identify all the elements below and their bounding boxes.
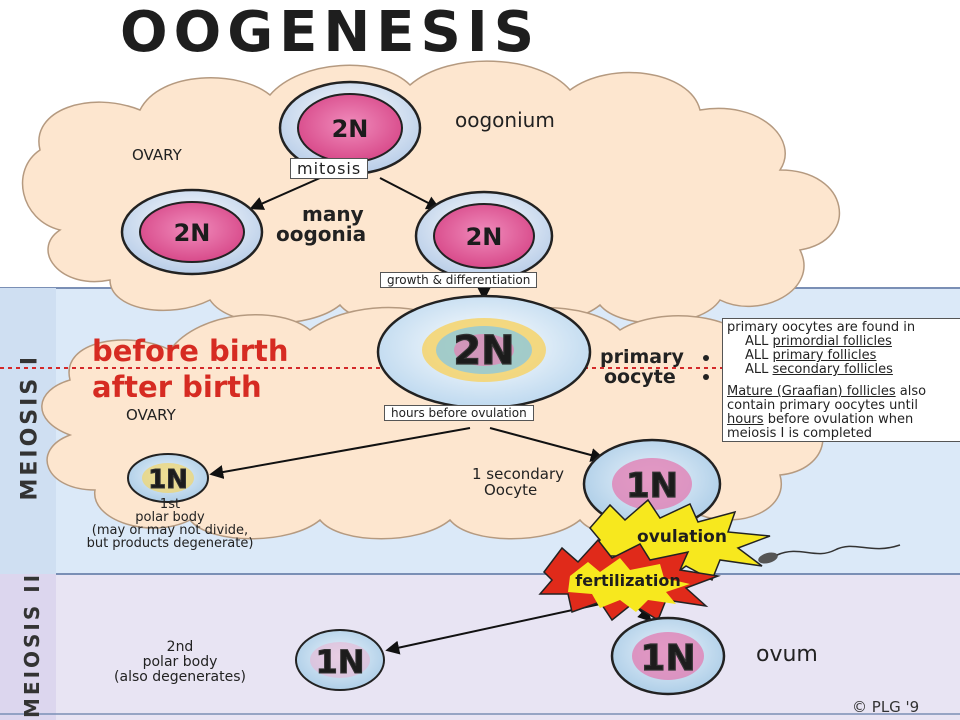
secondary-oocyte-ploidy: 1N (626, 466, 678, 506)
many-oogonia-label-1: many (302, 202, 364, 226)
primary-oocyte-label-2: oocyte (604, 366, 676, 388)
ovulation-label: ovulation (637, 527, 727, 547)
primary-oocyte-ploidy: 2N (453, 328, 514, 374)
meiosis-2-label-strip (0, 574, 56, 720)
polar1-line-4: but products degenerate) (86, 536, 254, 551)
polar2-line-2: polar body (142, 654, 218, 670)
meiosis-1-label-strip (0, 288, 56, 574)
ovum-cell: 1N (610, 616, 726, 696)
polar2-line-1: 2nd (166, 639, 194, 655)
polar1-line-1: 1st (159, 497, 181, 512)
oogonium-ploidy: 2N (332, 115, 369, 143)
meiosis-2-band (0, 574, 960, 720)
note-line-5: Mature (Graafian) follicles also (727, 384, 927, 399)
polar1-line-2: polar body (135, 510, 205, 525)
note-line-6: contain primary oocytes until (727, 398, 918, 413)
growth-box: growth & differentiation (380, 272, 538, 288)
ovary-top-label: OVARY (132, 146, 182, 164)
primary-oocyte-note: primary oocytes are found in ALL primord… (722, 318, 960, 442)
primary-oocyte-cell: 2N (376, 294, 592, 410)
ovary-middle-label: OVARY (126, 406, 176, 424)
before-birth-label: before birth (92, 334, 289, 368)
secondary-oocyte-label: 1 secondary Oocyte (472, 466, 564, 498)
second-polar-body-ploidy: 1N (315, 643, 364, 681)
sperm-icon (758, 544, 901, 564)
secondary-line-2: Oocyte (484, 481, 538, 499)
first-polar-body-label: 1st polar body (may or may not divide, b… (60, 498, 280, 550)
second-polar-body-cell: 1N (295, 629, 385, 691)
meiosis-1-label: MEIOSIS I (17, 353, 43, 501)
copyright-text: © PLG '9 (852, 698, 920, 716)
primary-oocyte-label-1: primary (600, 346, 684, 368)
after-birth-label: after birth (92, 370, 262, 404)
hours-box: hours before ovulation (384, 405, 534, 421)
note-line-3: ALL primary follicles (745, 348, 877, 363)
ovum-ploidy: 1N (640, 638, 695, 679)
bullet-dot (703, 374, 709, 380)
oogonia-left-ploidy: 2N (174, 219, 211, 247)
arrow-to-secondary (489, 427, 605, 462)
note-line-4: ALL secondary follicles (745, 362, 893, 377)
bullet-dot (703, 355, 709, 361)
oogonia-left-cell: 2N (120, 188, 264, 276)
polar1-line-3: (may or may not divide, (91, 523, 249, 538)
oogonia-right-ploidy: 2N (466, 223, 503, 251)
arrow-oogonium-left (249, 177, 321, 210)
secondary-line-1: 1 secondary (472, 465, 565, 483)
many-oogonia-label-2: oogonia (276, 222, 367, 246)
ovum-label: ovum (756, 642, 818, 667)
arrow-to-polar1 (209, 427, 471, 479)
page-title: OOGENESIS (120, 0, 541, 65)
arrow-oogonium-right (379, 177, 441, 210)
fertilization-burst: fertilization (538, 538, 721, 622)
first-polar-body-ploidy: 1N (148, 465, 188, 495)
note-line-7: hours before ovulation when (727, 412, 914, 427)
first-polar-body-cell: 1N (127, 453, 209, 503)
note-line-2: ALL primordial follicles (745, 334, 892, 349)
note-line-1: primary oocytes are found in (727, 320, 916, 335)
meiosis-2-label: MEIOSIS II (20, 571, 44, 718)
note-line-8: meiosis I is completed (727, 426, 872, 441)
polar2-line-3: (also degenerates) (114, 669, 246, 685)
fertilization-label: fertilization (575, 571, 680, 590)
oogonia-right-cell: 2N (414, 190, 554, 282)
second-polar-body-label: 2nd polar body (also degenerates) (60, 640, 300, 685)
mitosis-box: mitosis (290, 158, 369, 179)
oogonium-label: oogonium (455, 108, 555, 132)
